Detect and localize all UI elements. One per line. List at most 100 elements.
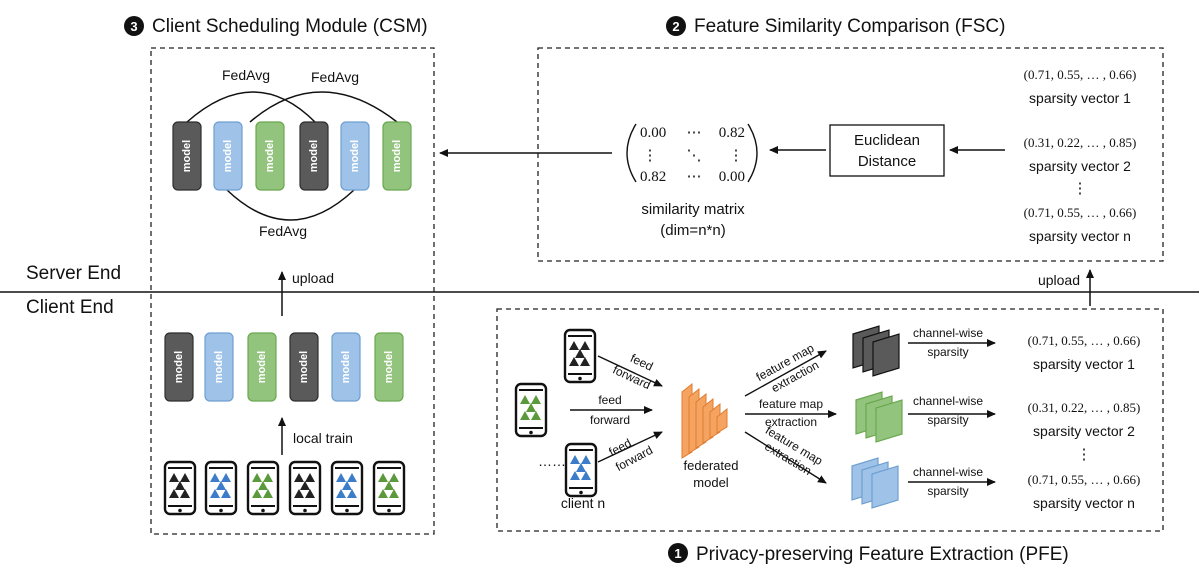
svg-text:3: 3	[130, 19, 137, 34]
server-model-2: model	[213, 121, 243, 191]
feed-forward-arrow-3	[597, 431, 663, 463]
pfe-phone-n	[564, 442, 598, 498]
svg-text:model: model	[213, 351, 225, 383]
svg-text:0.00: 0.00	[719, 169, 745, 185]
svg-text:Privacy-preserving Feature Ext: Privacy-preserving Feature Extraction (P…	[696, 544, 1069, 565]
csm-title: 3 Client Scheduling Module (CSM)	[124, 16, 428, 37]
csm-phone-2	[204, 460, 238, 516]
local-train-label: local train	[293, 430, 353, 446]
more-clients-dots: ……	[538, 453, 566, 469]
server-model-3: model	[255, 121, 285, 191]
fsc-vector-1-values: (0.71, 0.55, … , 0.66)	[1024, 67, 1137, 82]
sparsity-3: sparsity	[927, 484, 968, 498]
feature-map-2-b: extraction	[765, 415, 817, 429]
federated-model-icon	[681, 382, 728, 459]
server-end-label: Server End	[26, 263, 121, 284]
svg-text:2: 2	[672, 19, 679, 34]
csm-box	[150, 47, 435, 535]
csm-phone-5	[330, 460, 364, 516]
fedavg-label-2: FedAvg	[311, 69, 359, 85]
client-devices-row	[163, 460, 406, 516]
pfe-vector-n-values: (0.71, 0.55, … , 0.66)	[1028, 472, 1141, 487]
pfe-vector-1-values: (0.71, 0.55, … , 0.66)	[1028, 333, 1141, 348]
svg-text:Feature Similarity Comparison: Feature Similarity Comparison (FSC)	[694, 16, 1005, 37]
fedavg-label-1: FedAvg	[222, 67, 270, 83]
euclidean-label: Euclidean	[854, 132, 920, 149]
svg-text:model: model	[181, 140, 193, 172]
server-model-row: model model model model model model	[172, 121, 412, 191]
fsc-vector-2-values: (0.31, 0.22, … , 0.85)	[1024, 135, 1137, 150]
svg-text:0.00: 0.00	[640, 125, 666, 141]
svg-text:Client Scheduling Module (CSM): Client Scheduling Module (CSM)	[152, 16, 428, 37]
matrix-caption: similarity matrix	[641, 201, 745, 218]
svg-text:1: 1	[674, 546, 681, 561]
svg-text:model: model	[391, 140, 403, 172]
channel-wise-1: channel-wise	[913, 326, 983, 340]
svg-text:model: model	[383, 351, 395, 383]
pfe-phone-1	[563, 328, 597, 384]
feature-map-stack-green	[855, 391, 903, 443]
csm-phone-1	[163, 460, 197, 516]
feed-forward-2-a: feed	[598, 393, 621, 407]
channel-wise-2: channel-wise	[913, 394, 983, 408]
client-model-1: model	[164, 332, 194, 402]
client-n-label: client n	[561, 495, 605, 511]
server-model-6: model	[382, 121, 412, 191]
svg-text:0.82: 0.82	[640, 169, 666, 185]
federated-model-label: model	[693, 475, 729, 490]
pfe-vector-1-label: sparsity vector 1	[1033, 356, 1135, 372]
fsc-sparsity-vectors: (0.71, 0.55, … , 0.66) sparsity vector 1…	[1024, 67, 1137, 244]
feature-map-2-a: feature map	[759, 397, 823, 411]
fsc-vdots: ⋮	[1073, 180, 1088, 197]
fsc-box	[537, 47, 1164, 262]
svg-text:⋱: ⋱	[687, 148, 702, 164]
pfe-vdots: ⋮	[1077, 446, 1092, 463]
pfe-client-devices	[514, 328, 598, 498]
similarity-matrix: 0.00 ⋯ 0.82 ⋮ ⋱ ⋮ 0.82 ⋯ 0.00	[626, 123, 758, 185]
client-model-3: model	[247, 332, 277, 402]
feature-map-stacks	[851, 325, 903, 509]
fsc-vector-n-label: sparsity vector n	[1029, 228, 1131, 244]
matrix-dim-caption: (dim=n*n)	[660, 222, 725, 239]
pfe-vector-2-label: sparsity vector 2	[1033, 423, 1135, 439]
server-model-4: model	[299, 121, 329, 191]
euclidean-distance-box	[829, 124, 945, 177]
feature-map-stack-blue	[851, 457, 899, 509]
server-model-1: model	[172, 121, 202, 191]
client-model-2: model	[204, 332, 234, 402]
pfe-sparsity-vectors: (0.71, 0.55, … , 0.66) sparsity vector 1…	[1028, 333, 1141, 511]
pfe-title: 1 Privacy-preserving Feature Extraction …	[668, 543, 1069, 565]
feature-map-arrow-3	[744, 431, 827, 484]
svg-text:⋮: ⋮	[729, 148, 744, 164]
sparsity-2: sparsity	[927, 413, 968, 427]
svg-text:model: model	[349, 140, 361, 172]
svg-text:model: model	[264, 140, 276, 172]
client-model-row: model model model model model model	[164, 332, 404, 402]
svg-text:⋯: ⋯	[687, 125, 702, 141]
svg-text:⋮: ⋮	[643, 148, 658, 164]
csm-phone-6	[372, 460, 406, 516]
fsc-vector-2-label: sparsity vector 2	[1029, 158, 1131, 174]
feature-map-stack-gray	[852, 325, 900, 377]
csm-upload-label: upload	[292, 270, 334, 286]
fsc-title: 2 Feature Similarity Comparison (FSC)	[666, 16, 1005, 37]
csm-phone-4	[288, 460, 322, 516]
pfe-phone-2	[514, 382, 548, 438]
svg-text:model: model	[222, 140, 234, 172]
svg-text:model: model	[298, 351, 310, 383]
distance-label: Distance	[858, 153, 916, 170]
fedavg-arcs	[186, 91, 398, 221]
feed-forward-2-b: forward	[590, 413, 630, 427]
fsc-vector-1-label: sparsity vector 1	[1029, 90, 1131, 106]
svg-text:model: model	[308, 140, 320, 172]
pfe-vector-n-label: sparsity vector n	[1033, 495, 1135, 511]
feature-map-arrow-1	[744, 350, 827, 397]
federated-model-layer-6	[716, 407, 728, 434]
feed-forward-arrow-1	[597, 355, 663, 387]
pfe-box	[496, 308, 1164, 532]
csm-phone-3	[246, 460, 280, 516]
sparsity-1: sparsity	[927, 345, 968, 359]
svg-text:model: model	[340, 351, 352, 383]
pfe-vector-2-values: (0.31, 0.22, … , 0.85)	[1028, 400, 1141, 415]
